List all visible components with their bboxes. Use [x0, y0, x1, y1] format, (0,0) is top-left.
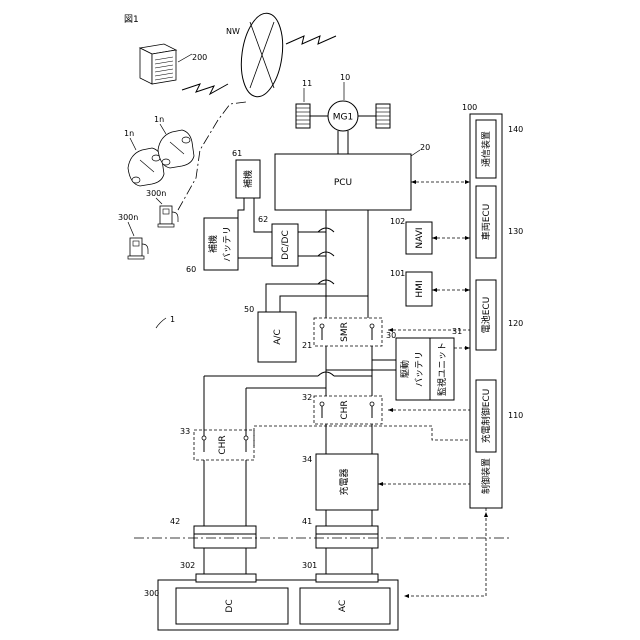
- ref-ac-unit: 50: [244, 305, 254, 314]
- arrowhead: [404, 594, 409, 598]
- ref-chr-dc: 33: [180, 427, 190, 436]
- ref-motor: 10: [340, 73, 350, 82]
- wireless-link-vehicle: [286, 36, 336, 44]
- arrowhead: [465, 236, 470, 240]
- wire-aux-load-a: [238, 198, 244, 218]
- control-device-label: 制御装置: [480, 458, 492, 494]
- aux-battery-label-line2: バッテリ: [222, 226, 233, 262]
- charger-label: 充電器: [338, 468, 350, 495]
- station-a-leader: [128, 222, 134, 236]
- ref-system: 1: [170, 315, 175, 324]
- ref-monitor-unit: 31: [452, 327, 462, 336]
- station-ac-label: AC: [338, 600, 348, 612]
- server-icon: [140, 44, 176, 84]
- ref-battery: 30: [386, 331, 396, 340]
- connector-dc: [196, 574, 256, 582]
- ref-connector-dc: 302: [180, 561, 195, 570]
- pcu-label: PCU: [334, 178, 352, 188]
- ref-aux-load: 61: [232, 149, 242, 158]
- ref-pcu: 20: [420, 143, 430, 152]
- wire-ac-b: [280, 296, 368, 312]
- arrowhead: [378, 482, 383, 486]
- ref-network: NW: [226, 27, 240, 36]
- ref-aux-battery: 60: [186, 265, 196, 274]
- wire-battery-neg: [326, 346, 396, 370]
- vehicle-icon: [158, 130, 194, 168]
- wireless-link-server: [182, 84, 228, 94]
- ref-station: 300: [144, 589, 159, 598]
- ref-comm-device: 140: [508, 125, 523, 134]
- station-b-leader: [156, 198, 162, 204]
- arrowhead: [432, 288, 437, 292]
- motor-label: MG1: [333, 113, 353, 123]
- charging-station-icon: [158, 206, 178, 227]
- ref-connector-ac: 301: [302, 561, 317, 570]
- ref-vehicle-a: 1n: [124, 129, 134, 138]
- vehicle-a-leader: [130, 138, 136, 150]
- ref-station-b: 300n: [146, 189, 166, 198]
- navi-label: NAVI: [415, 227, 425, 248]
- ref-charger: 34: [302, 455, 312, 464]
- arrowhead: [465, 288, 470, 292]
- arrowhead: [465, 180, 470, 184]
- smr-label: SMR: [340, 322, 350, 342]
- aux-load-label: 補機: [242, 170, 254, 188]
- charge-ecu-label: 充電制御ECU: [480, 389, 492, 444]
- monitor-unit-label: 監視ユニット: [436, 342, 448, 396]
- server-leader: [178, 54, 192, 62]
- battery-ecu-label: 電池ECU: [480, 297, 492, 334]
- battery-label-line2: バッテリ: [414, 351, 425, 387]
- vehicle-b-leader: [160, 124, 166, 134]
- connector-ac: [316, 574, 378, 582]
- pcu-leader: [411, 150, 420, 156]
- inlet-dc-top: [194, 526, 256, 534]
- vehicle-ecu-label: 車両ECU: [480, 204, 492, 241]
- signal-station: [404, 508, 486, 596]
- aux-battery-label-line1: 補機: [207, 235, 219, 253]
- ref-battery-ecu: 120: [508, 319, 523, 328]
- figure-label: 図1: [124, 14, 139, 25]
- battery-label-line1: 駆動: [400, 360, 411, 378]
- ref-hmi: 101: [390, 269, 405, 278]
- wire-battery-pos: [372, 346, 396, 360]
- chr-main-label: CHR: [340, 400, 350, 419]
- ref-smr: 21: [302, 341, 312, 350]
- inlet-ac-top: [316, 526, 378, 534]
- arrowhead: [484, 512, 488, 517]
- ref-chr-main: 32: [302, 393, 312, 402]
- wire-ac-a: [266, 284, 326, 312]
- chr-dc-label: CHR: [218, 435, 228, 454]
- ac-unit-label: A/C: [273, 329, 283, 344]
- charging-station-icon: [128, 238, 148, 259]
- arrowhead: [465, 346, 470, 350]
- arrowhead: [388, 408, 393, 412]
- ref-server: 200: [192, 53, 207, 62]
- ref-vehicle-ecu: 130: [508, 227, 523, 236]
- arrowhead: [411, 180, 416, 184]
- dcdc-label: DC/DC: [281, 230, 291, 259]
- signal-chr-dc: [254, 426, 470, 446]
- ref-vehicle-b: 1n: [154, 115, 164, 124]
- ref-dcdc: 62: [258, 215, 268, 224]
- ref-inlet-dc: 42: [170, 517, 180, 526]
- hmi-label: HMI: [415, 280, 425, 297]
- ref-control-device: 100: [462, 103, 477, 112]
- ref-inlet-ac: 41: [302, 517, 312, 526]
- wheel-left: [296, 104, 310, 128]
- inlet-dc-body: [194, 534, 256, 548]
- arrowhead: [432, 236, 437, 240]
- ref-navi: 102: [390, 217, 405, 226]
- wheel-right: [376, 104, 390, 128]
- inlet-ac-body: [316, 534, 378, 548]
- comm-device-label: 通信装置: [480, 131, 492, 167]
- ref-charge-ecu: 110: [508, 411, 523, 420]
- system-leader: [156, 318, 166, 328]
- ref-station-a: 300n: [118, 213, 138, 222]
- ref-wheel: 11: [302, 79, 312, 88]
- station-dc-label: DC: [225, 599, 235, 612]
